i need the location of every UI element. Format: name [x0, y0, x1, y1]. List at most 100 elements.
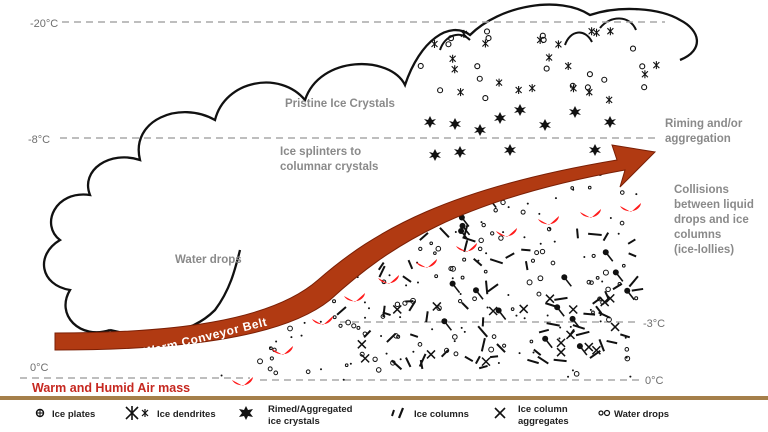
ice-column	[606, 339, 618, 345]
water-drop	[338, 323, 343, 328]
ice-column	[521, 248, 531, 252]
column-aggregate	[610, 322, 620, 332]
water-drop	[332, 299, 337, 304]
legend-rimed-label-line2: ice crystals	[268, 416, 320, 427]
legend-column-aggregates-icon	[494, 407, 506, 419]
droplet-dot	[532, 351, 535, 354]
lolly-head	[449, 280, 456, 287]
droplet-dot	[431, 328, 434, 331]
water-drop	[434, 274, 439, 279]
droplet-dot	[485, 252, 488, 255]
ice-column	[538, 328, 550, 334]
ice-plate	[476, 75, 483, 82]
ice-dendrite	[588, 27, 596, 36]
ice-dendrite	[555, 40, 562, 49]
label-collisions-line1: Collisions	[674, 184, 729, 196]
water-drop	[488, 346, 495, 353]
water-drop	[537, 275, 544, 282]
droplet-dot	[269, 346, 272, 349]
water-drop	[602, 269, 609, 276]
water-drop	[534, 250, 540, 256]
rimed-crystal	[454, 146, 466, 158]
ice-dendrite	[451, 65, 459, 74]
temp-label-minus8: -8°C	[28, 134, 50, 146]
warm-conveyor-belt-arrow	[54, 144, 657, 351]
ice-dendrite	[545, 53, 553, 62]
legend-ice-plates-label: Ice plates	[52, 409, 95, 420]
ice-plate	[629, 45, 637, 52]
legend-rimed-label-line1: Rimed/Aggregated	[268, 404, 353, 415]
water-drop	[589, 280, 594, 285]
droplet-dot	[617, 232, 620, 235]
ice-column	[612, 282, 623, 291]
cloud-bumps	[439, 17, 637, 51]
ice-dendrite	[460, 29, 468, 38]
column-aggregate	[605, 293, 615, 303]
water-drop	[605, 286, 611, 293]
label-pristine-ice-crystals: Pristine Ice Crystals	[285, 98, 395, 110]
droplet-dot	[220, 374, 223, 377]
label-riming-line2: aggregation	[665, 133, 731, 145]
water-drop	[462, 257, 467, 262]
ice-column	[478, 365, 488, 370]
water-drop	[529, 339, 534, 344]
water-drop	[619, 190, 625, 195]
ice-dendrite	[641, 70, 649, 79]
droplet-dot	[300, 334, 303, 337]
rimed-crystal	[424, 116, 436, 128]
droplet-dot	[539, 242, 542, 245]
column-aggregate	[600, 297, 610, 307]
droplet-dot	[507, 293, 510, 296]
water-drop	[587, 185, 592, 190]
ice-plate	[540, 36, 547, 43]
droplet-dot	[363, 301, 366, 304]
label-collisions-line2: between liquid	[674, 199, 754, 211]
ice-column	[336, 306, 347, 316]
ice-plate	[569, 82, 576, 89]
rimed-crystal	[429, 149, 441, 161]
water-drop	[498, 235, 504, 241]
column-aggregate	[432, 301, 442, 311]
water-drop	[490, 231, 495, 236]
ice-plate	[539, 32, 546, 39]
lolly-head	[561, 274, 568, 281]
water-drop	[481, 222, 486, 228]
ice-dendrite	[652, 61, 660, 70]
particle-field	[220, 27, 660, 381]
ice-column	[575, 330, 590, 337]
droplet-dot	[388, 274, 391, 277]
water-drop	[287, 325, 293, 332]
ice-column	[425, 311, 429, 323]
droplet-dot	[367, 307, 370, 310]
ice-column	[440, 349, 450, 358]
droplet-dot	[553, 240, 556, 243]
ice-column	[496, 343, 506, 353]
ice-column	[598, 311, 611, 319]
droplet-dot	[629, 375, 632, 378]
legend-aggregates-label-line1: Ice column	[518, 404, 568, 415]
water-drop	[550, 260, 556, 266]
ice-dendrite	[482, 39, 489, 48]
ice-column	[576, 228, 579, 239]
ice-dendrite	[431, 39, 438, 48]
water-drop	[418, 246, 423, 251]
column-aggregate	[488, 306, 498, 316]
ice-lolly-red	[378, 275, 399, 284]
ice-lollies	[232, 203, 641, 386]
droplet-dot	[399, 316, 402, 319]
ice-column	[386, 332, 397, 343]
label-splinters-line1: Ice splinters to	[280, 146, 361, 158]
water-drop	[493, 208, 498, 213]
rimed-crystal	[494, 112, 506, 124]
ice-plate	[485, 35, 492, 42]
ice-dendrite	[449, 54, 457, 63]
lolly-head	[624, 287, 631, 294]
water-drop	[433, 251, 437, 255]
water-drop	[375, 367, 382, 373]
droplet-dot	[275, 340, 278, 343]
droplet-dot	[454, 231, 457, 234]
ice-plate	[482, 95, 489, 102]
ice-column	[408, 300, 417, 312]
ice-column	[382, 311, 391, 317]
droplet-dot	[549, 227, 552, 230]
